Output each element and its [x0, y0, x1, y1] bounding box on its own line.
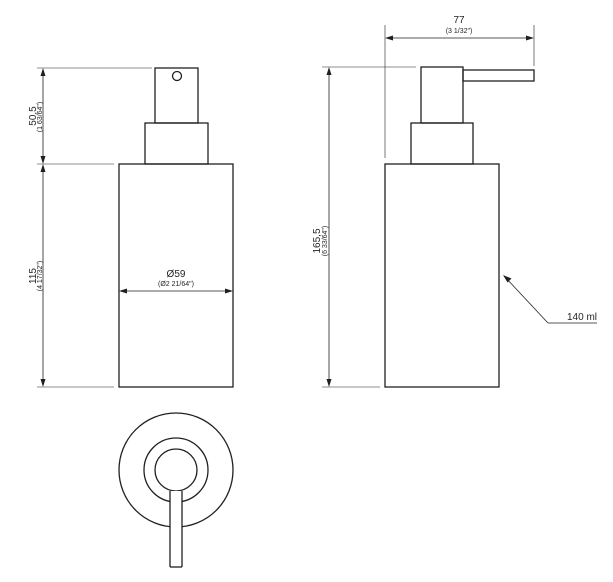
body-height-imperial: (4 17/32") — [37, 261, 44, 292]
pump-nozzle-front — [154, 67, 199, 124]
bottle-body-front — [118, 163, 234, 388]
diameter-label: Ø59 — [167, 269, 186, 280]
pump-height-imperial: (1 63/64") — [37, 102, 44, 133]
side-view — [384, 66, 535, 388]
side-dimensions: 77 (3 1/32") 165,5 (6 33/64") 140 ml — [312, 15, 597, 388]
depth-imperial: (3 1/32") — [446, 28, 473, 35]
pump-spout-side — [462, 69, 535, 82]
front-dimensions: 50,5 (1 63/64") 115 (4 17/32") Ø59 (Ø2 2… — [28, 67, 233, 388]
pump-head-side — [420, 66, 464, 124]
pump-collar-front — [144, 122, 209, 165]
total-height-dimension: 165,5 (6 33/64") — [312, 67, 332, 387]
spout-top — [170, 491, 182, 568]
pump-collar-side — [410, 122, 474, 165]
top-view — [118, 412, 234, 568]
capacity-leader: 140 ml — [503, 275, 597, 324]
body-height-dimension: 115 (4 17/32") — [28, 164, 46, 387]
pump-height-dimension: 50,5 (1 63/64") — [28, 68, 46, 164]
depth-dimension: 77 (3 1/32") — [385, 15, 534, 41]
depth-label: 77 — [453, 15, 465, 26]
pump-hole-icon — [171, 70, 183, 82]
capacity-label: 140 ml — [567, 312, 597, 323]
diameter-dimension: Ø59 (Ø2 21/64") — [119, 269, 233, 294]
bottle-body-side — [384, 163, 500, 388]
total-height-imperial: (6 33/64") — [322, 226, 329, 257]
pump-height-label: 50,5 — [28, 106, 39, 126]
diameter-imperial: (Ø2 21/64") — [158, 281, 194, 288]
total-height-label: 165,5 — [312, 228, 323, 253]
front-view — [118, 67, 234, 388]
pump-head-top — [154, 448, 198, 492]
body-height-label: 115 — [28, 268, 39, 284]
